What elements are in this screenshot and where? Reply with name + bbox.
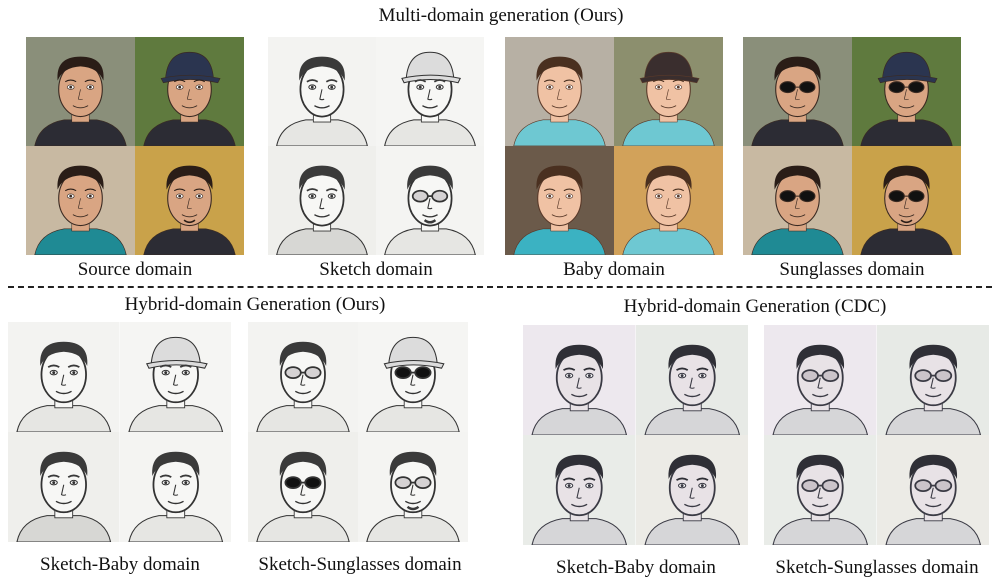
face-image xyxy=(26,37,135,146)
face-image xyxy=(135,37,244,146)
face-thumbnail xyxy=(505,37,614,146)
caption-sketch-baby-ours: Sketch-Baby domain xyxy=(40,554,200,575)
face-image xyxy=(119,322,231,432)
face-thumbnail xyxy=(523,325,636,435)
face-image xyxy=(876,435,989,545)
face-thumbnail xyxy=(852,146,961,255)
face-thumbnail xyxy=(852,37,961,146)
face-image xyxy=(135,146,244,255)
face-image xyxy=(743,37,852,146)
face-image xyxy=(764,325,877,435)
face-thumbnail xyxy=(876,435,989,545)
face-thumbnail xyxy=(635,435,748,545)
face-image xyxy=(358,432,468,542)
face-image xyxy=(358,322,468,432)
face-image xyxy=(614,37,723,146)
face-thumbnail xyxy=(135,37,244,146)
hybrid-cdc-title: Hybrid-domain Generation (CDC) xyxy=(623,296,887,317)
sketch-sunglasses-ours-grid xyxy=(248,322,468,542)
face-thumbnail xyxy=(26,37,135,146)
face-image xyxy=(635,325,748,435)
face-thumbnail xyxy=(523,435,636,545)
face-thumbnail xyxy=(8,432,120,542)
face-thumbnail xyxy=(8,322,120,432)
face-thumbnail xyxy=(119,322,231,432)
face-thumbnail xyxy=(135,146,244,255)
caption-sunglasses-domain: Sunglasses domain xyxy=(779,259,925,280)
face-image xyxy=(852,37,961,146)
face-image xyxy=(743,146,852,255)
dashed-divider xyxy=(8,286,992,288)
face-image xyxy=(614,146,723,255)
baby-domain-grid xyxy=(505,37,723,255)
top-title: Multi-domain generation (Ours) xyxy=(378,5,624,26)
sketch-sunglasses-cdc-grid xyxy=(764,325,989,545)
caption-sketch-baby-cdc: Sketch-Baby domain xyxy=(556,557,716,578)
face-image xyxy=(876,325,989,435)
face-thumbnail xyxy=(635,325,748,435)
face-image xyxy=(376,37,484,146)
face-thumbnail xyxy=(614,146,723,255)
face-thumbnail xyxy=(26,146,135,255)
face-image xyxy=(119,432,231,542)
sunglasses-domain-grid xyxy=(743,37,961,255)
sketch-domain-grid xyxy=(268,37,484,255)
face-image xyxy=(635,435,748,545)
face-image xyxy=(376,146,484,255)
face-image xyxy=(248,432,358,542)
face-image xyxy=(248,322,358,432)
face-thumbnail xyxy=(358,432,468,542)
face-thumbnail xyxy=(505,146,614,255)
face-image xyxy=(8,322,120,432)
caption-sketch-sunglasses-cdc: Sketch-Sunglasses domain xyxy=(775,557,979,578)
face-thumbnail xyxy=(376,146,484,255)
face-image xyxy=(26,146,135,255)
caption-baby-domain: Baby domain xyxy=(563,259,665,280)
face-thumbnail xyxy=(743,146,852,255)
face-thumbnail xyxy=(119,432,231,542)
hybrid-ours-title: Hybrid-domain Generation (Ours) xyxy=(124,294,386,315)
caption-source-domain: Source domain xyxy=(77,259,193,280)
face-thumbnail xyxy=(743,37,852,146)
face-image xyxy=(505,37,614,146)
caption-sketch-domain: Sketch domain xyxy=(319,259,433,280)
face-thumbnail xyxy=(876,325,989,435)
face-thumbnail xyxy=(376,37,484,146)
face-image xyxy=(505,146,614,255)
face-image xyxy=(268,146,376,255)
face-image xyxy=(8,432,120,542)
face-thumbnail xyxy=(268,146,376,255)
face-image xyxy=(523,435,636,545)
face-thumbnail xyxy=(268,37,376,146)
sketch-baby-cdc-grid xyxy=(523,325,748,545)
face-thumbnail xyxy=(358,322,468,432)
face-thumbnail xyxy=(764,325,877,435)
caption-sketch-sunglasses-ours: Sketch-Sunglasses domain xyxy=(258,554,462,575)
face-image xyxy=(852,146,961,255)
face-thumbnail xyxy=(764,435,877,545)
face-thumbnail xyxy=(614,37,723,146)
sketch-baby-ours-grid xyxy=(8,322,231,542)
source-domain-grid xyxy=(26,37,244,255)
face-image xyxy=(764,435,877,545)
face-image xyxy=(268,37,376,146)
face-image xyxy=(523,325,636,435)
face-thumbnail xyxy=(248,432,358,542)
face-thumbnail xyxy=(248,322,358,432)
